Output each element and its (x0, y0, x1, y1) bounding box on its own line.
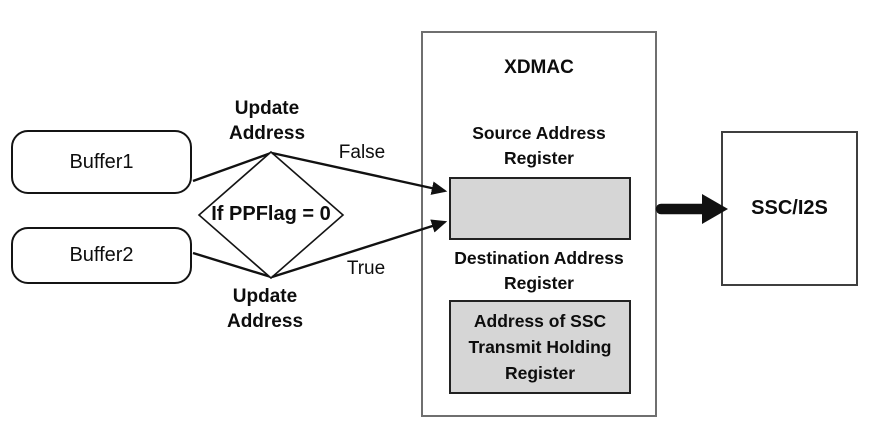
destination-address-register-label: Destination Address Register (454, 248, 624, 293)
ssc-i2s-label: SSC/I2S (751, 197, 828, 219)
buffer1-label: Buffer1 (69, 150, 134, 173)
xdmac-title: XDMAC (504, 57, 574, 78)
source-address-register-label: Source Address Register (472, 123, 606, 168)
destination-register-value: Address of SSC Transmit Holding Register (468, 311, 612, 383)
buffer1-node: Buffer1 (11, 130, 192, 194)
ssc-i2s-node: SSC/I2S (721, 131, 858, 286)
buffer2-label: Buffer2 (69, 244, 134, 266)
source-address-register-box (449, 177, 631, 240)
destination-address-register-box: Address of SSC Transmit Holding Register (449, 300, 631, 394)
xdmac-box: XDMAC Source Address Register Destinatio… (421, 31, 657, 417)
buffer2-node: Buffer2 (11, 227, 192, 284)
